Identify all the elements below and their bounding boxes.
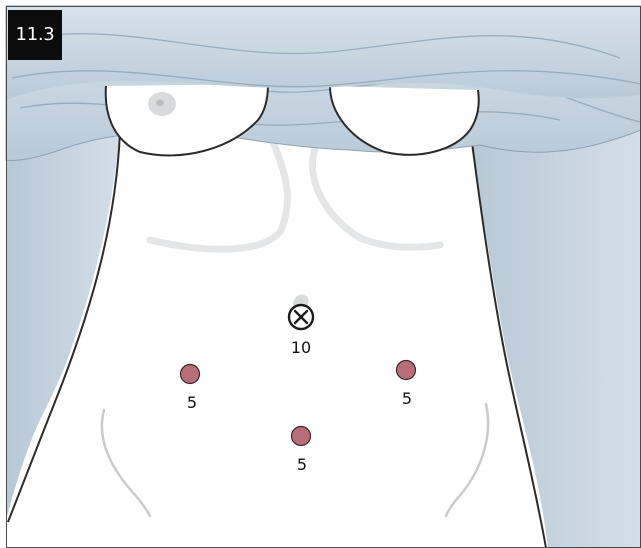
camera-port-size-label: 10 xyxy=(291,338,311,357)
left-port-size-label: 5 xyxy=(187,393,197,412)
filled-dot-icon xyxy=(397,361,416,380)
suprapubic-port-size-label: 5 xyxy=(297,455,307,474)
filled-dot-icon xyxy=(292,427,311,446)
right-port-size-label: 5 xyxy=(402,389,412,408)
figure-number-badge: 11.3 xyxy=(8,10,62,60)
left-nipple-center xyxy=(156,100,164,107)
filled-dot-icon xyxy=(181,365,200,384)
